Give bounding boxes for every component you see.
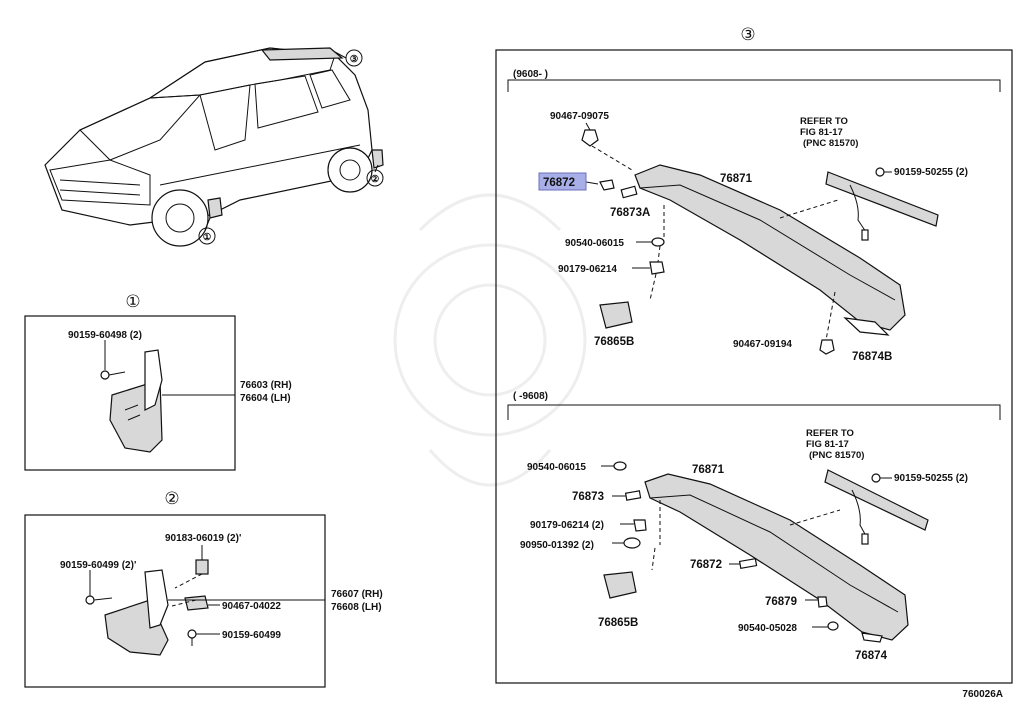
leader-line [171, 573, 203, 607]
label-washer-90540-06015-top: 90540-06015 [565, 238, 624, 249]
leader-dashes [651, 500, 841, 571]
label-bolt-90159-60498: 90159-60498 (2) [68, 330, 142, 341]
overview-callout-1: ① [203, 232, 212, 243]
section-marker-3: ③ [740, 25, 755, 44]
label-bracket-76865b-top: 76865B [594, 336, 634, 348]
subpanel-bottom-bracket [507, 404, 1001, 420]
subpanel-top-bracket [507, 79, 1001, 92]
mud-flap-front-illustration [100, 349, 163, 453]
label-bracket-76865b-bottom: 76865B [598, 617, 638, 629]
leader-line [585, 181, 599, 185]
refer-top-line1: REFER TO [800, 116, 848, 127]
label-pad-76872-highlighted[interactable]: 76872 [543, 177, 575, 189]
label-grommet-90950-01392: 90950-01392 (2) [520, 540, 594, 551]
label-76608-lh: 76608 (LH) [331, 602, 382, 613]
label-clip-76879: 76879 [765, 596, 797, 608]
car-overview-illustration [44, 47, 384, 247]
panel-2-frame [24, 514, 326, 688]
refer-top-line2: FIG 81-17 [800, 127, 843, 138]
figure-code: 760026A [962, 689, 1003, 700]
label-76607-rh: 76607 (RH) [331, 589, 383, 600]
range-top: (9608- ) [513, 69, 548, 80]
leader-line [585, 122, 591, 131]
label-nut-90179-06214-top: 90179-06214 [558, 264, 617, 275]
label-screw-90159-50255-top: 90159-50255 (2) [894, 167, 968, 178]
label-pad-76873a: 76873A [610, 207, 650, 219]
leader-dashes [591, 145, 839, 341]
section-marker-2: ② [164, 489, 179, 508]
label-clip-90467-09075: 90467-09075 [550, 111, 609, 122]
label-76603-rh: 76603 (RH) [240, 380, 292, 391]
label-clip-90467-09194: 90467-09194 [733, 339, 792, 350]
panel-3-frame [495, 49, 1013, 684]
overview-callout-2: ② [371, 174, 380, 185]
label-bolt-90159-60499-2: 90159-60499 (2)' [60, 560, 136, 571]
watermark-emblem [393, 193, 587, 487]
label-76604-lh: 76604 (LH) [240, 393, 291, 404]
label-pad-76873: 76873 [572, 491, 604, 503]
panel-1-frame [24, 315, 236, 471]
label-end-cover-76874b: 76874B [852, 351, 892, 363]
section-marker-1: ① [125, 292, 140, 311]
highlight-box-76872 [538, 172, 587, 191]
refer-bottom-line2: FIG 81-17 [806, 439, 849, 450]
mud-flap-rear-illustration [85, 559, 209, 656]
range-bottom: ( -9608) [513, 391, 548, 402]
refer-top-line3: (PNC 81570) [803, 138, 858, 149]
label-nut-90179-06214-bottom: 90179-06214 (2) [530, 520, 604, 531]
label-spoiler-76871-bottom: 76871 [692, 464, 725, 476]
label-washer-90540-06015-bottom: 90540-06015 [527, 462, 586, 473]
label-clip-90467-04022: 90467-04022 [222, 601, 281, 612]
spoiler-bottom-illustration [603, 461, 929, 643]
label-washer-90540-05028: 90540-05028 [738, 623, 797, 634]
label-end-cover-76874: 76874 [855, 650, 888, 662]
label-screw-90159-50255-bottom: 90159-50255 (2) [894, 473, 968, 484]
label-spoiler-76871-top: 76871 [720, 173, 753, 185]
overview-callout-3: ③ [350, 54, 359, 65]
label-screw-90159-60499: 90159-60499 [222, 630, 281, 641]
label-nut-90183-06019: 90183-06019 (2)' [165, 533, 241, 544]
refer-bottom-line1: REFER TO [806, 428, 854, 439]
spoiler-top-illustration [581, 129, 939, 355]
label-pad-76872-bottom: 76872 [690, 559, 722, 571]
refer-bottom-line3: (PNC 81570) [809, 450, 864, 461]
